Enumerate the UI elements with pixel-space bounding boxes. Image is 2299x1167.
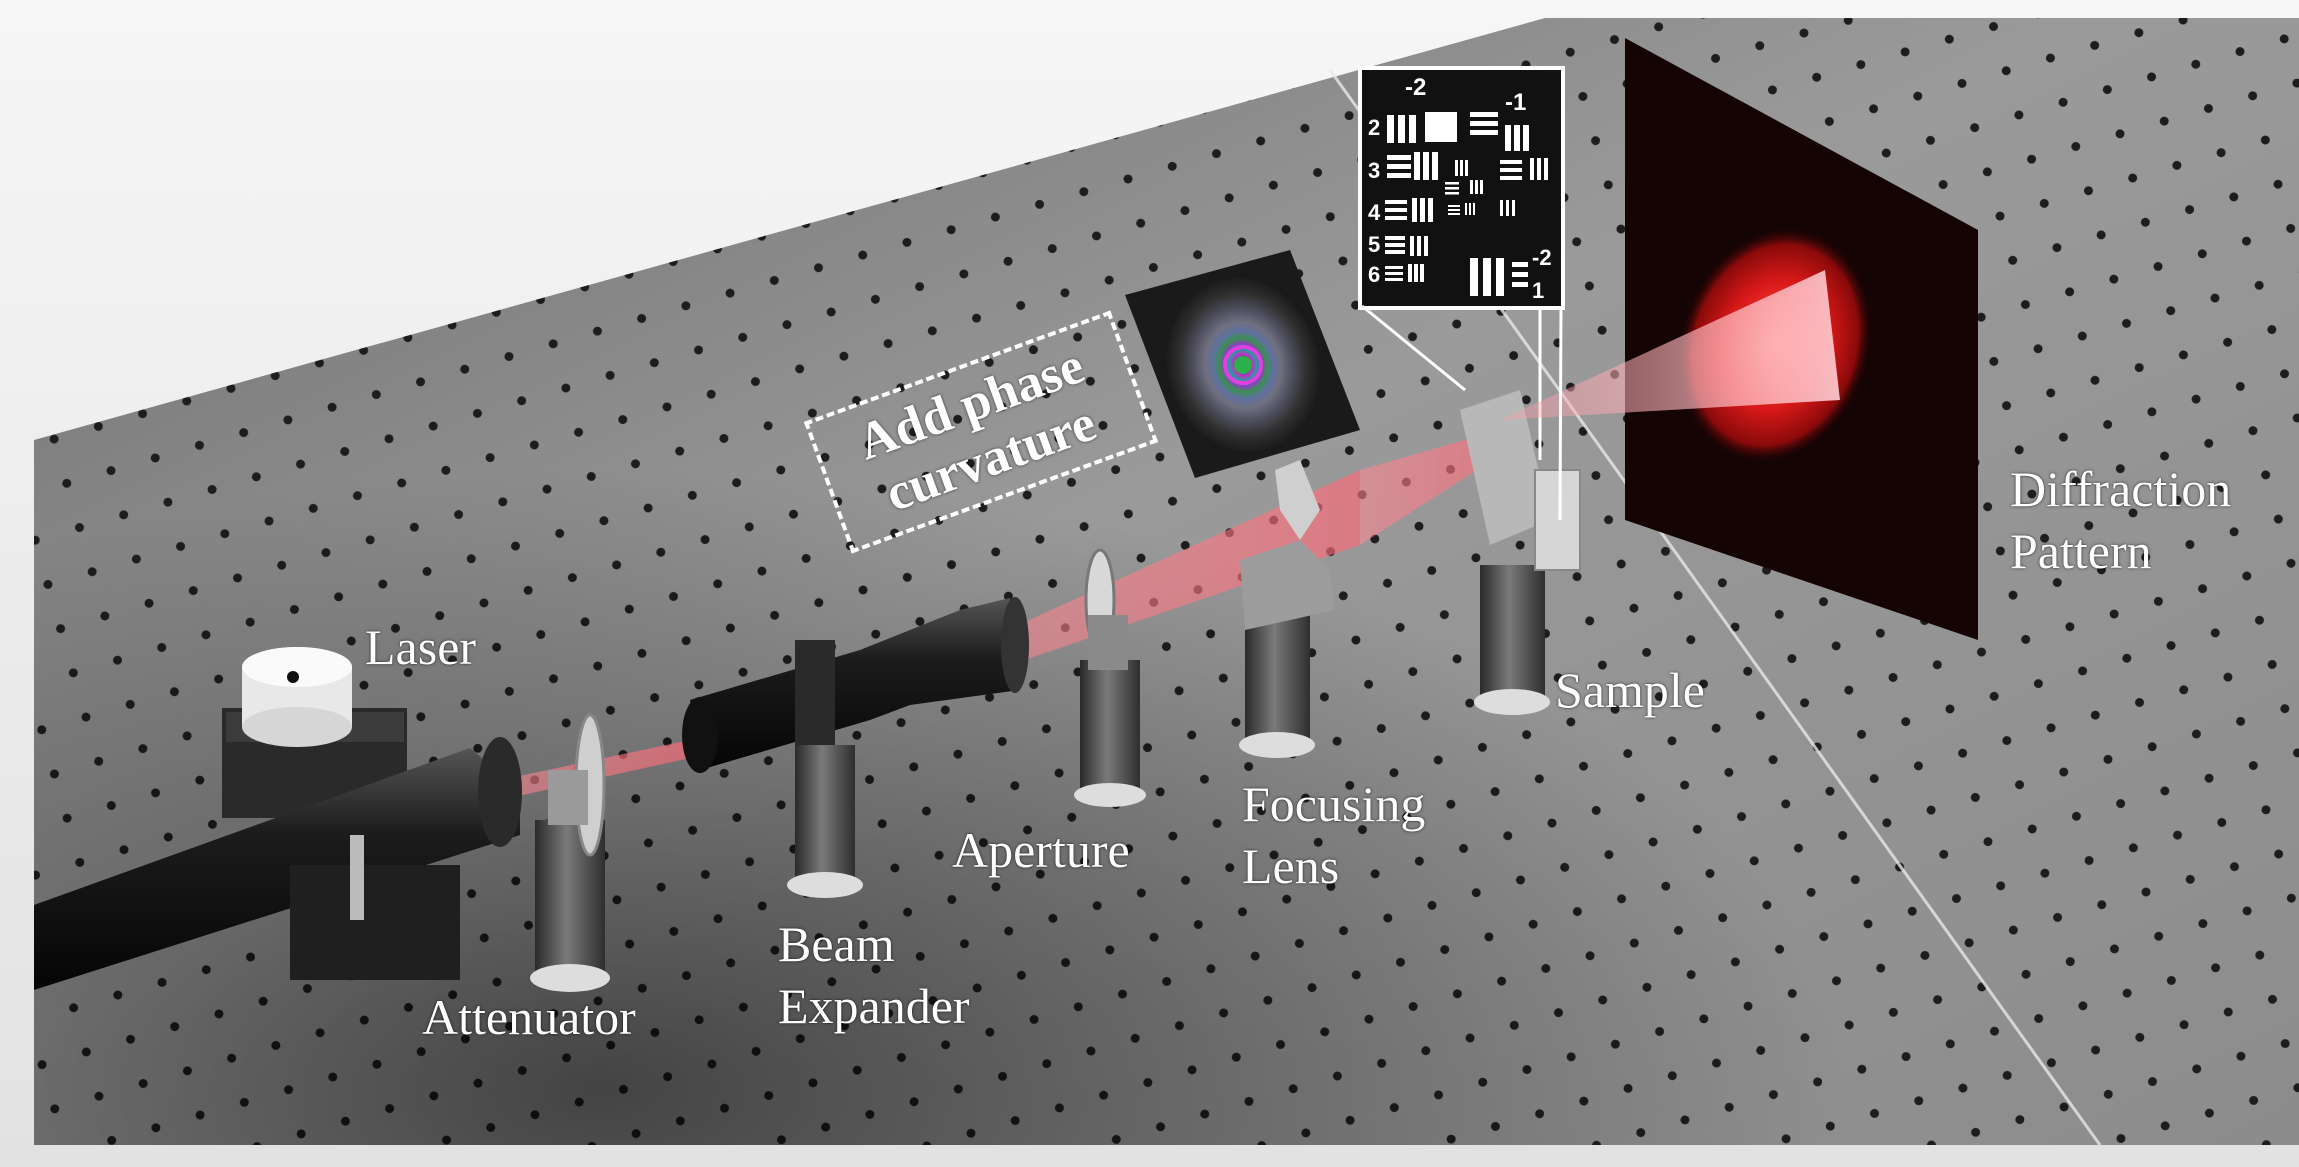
label-laser: Laser [365, 619, 477, 675]
label-focusing-lens-line-2: Lens [1242, 838, 1340, 894]
attenuator [530, 713, 610, 992]
label-focusing-lens-line-1: Focusing [1242, 776, 1426, 832]
label-aperture: Aperture [952, 822, 1130, 878]
focusing-lens [1239, 460, 1335, 758]
label-beam-expander-line-2: Expander [778, 978, 970, 1034]
target-label-row-3: 4 [1368, 200, 1381, 225]
beam-expander [682, 597, 1029, 898]
resolution-target: -2 -1 2 3 4 5 6 -2 1 [1358, 66, 1565, 521]
target-label-top-right: -1 [1505, 89, 1526, 116]
aperture [1074, 548, 1146, 807]
label-beam-expander-line-1: Beam [778, 916, 895, 972]
phase-ring-pattern [1125, 250, 1360, 478]
label-diffraction-pattern: Diffraction Pattern [2010, 458, 2231, 582]
label-sample: Sample [1555, 662, 1705, 718]
label-attenuator: Attenuator [422, 989, 636, 1045]
target-label-bottom-right-bottom: 1 [1532, 278, 1544, 303]
label-diffraction-pattern-line-1: Diffraction [2010, 461, 2232, 517]
target-label-row-2: 3 [1368, 158, 1380, 183]
label-diffraction-pattern-line-2: Pattern [2010, 523, 2152, 579]
laser-device [34, 647, 522, 990]
target-label-top-left: -2 [1405, 74, 1426, 101]
diffraction-screen [1500, 38, 1978, 640]
target-label-row-5: 6 [1368, 262, 1380, 287]
sample-mount [1460, 300, 1581, 715]
target-label-bottom-right-top: -2 [1532, 245, 1552, 270]
label-beam-expander: Beam Expander [778, 913, 970, 1037]
target-label-row-1: 2 [1368, 115, 1380, 140]
target-label-row-4: 5 [1368, 232, 1380, 257]
label-focusing-lens: Focusing Lens [1242, 773, 1425, 897]
